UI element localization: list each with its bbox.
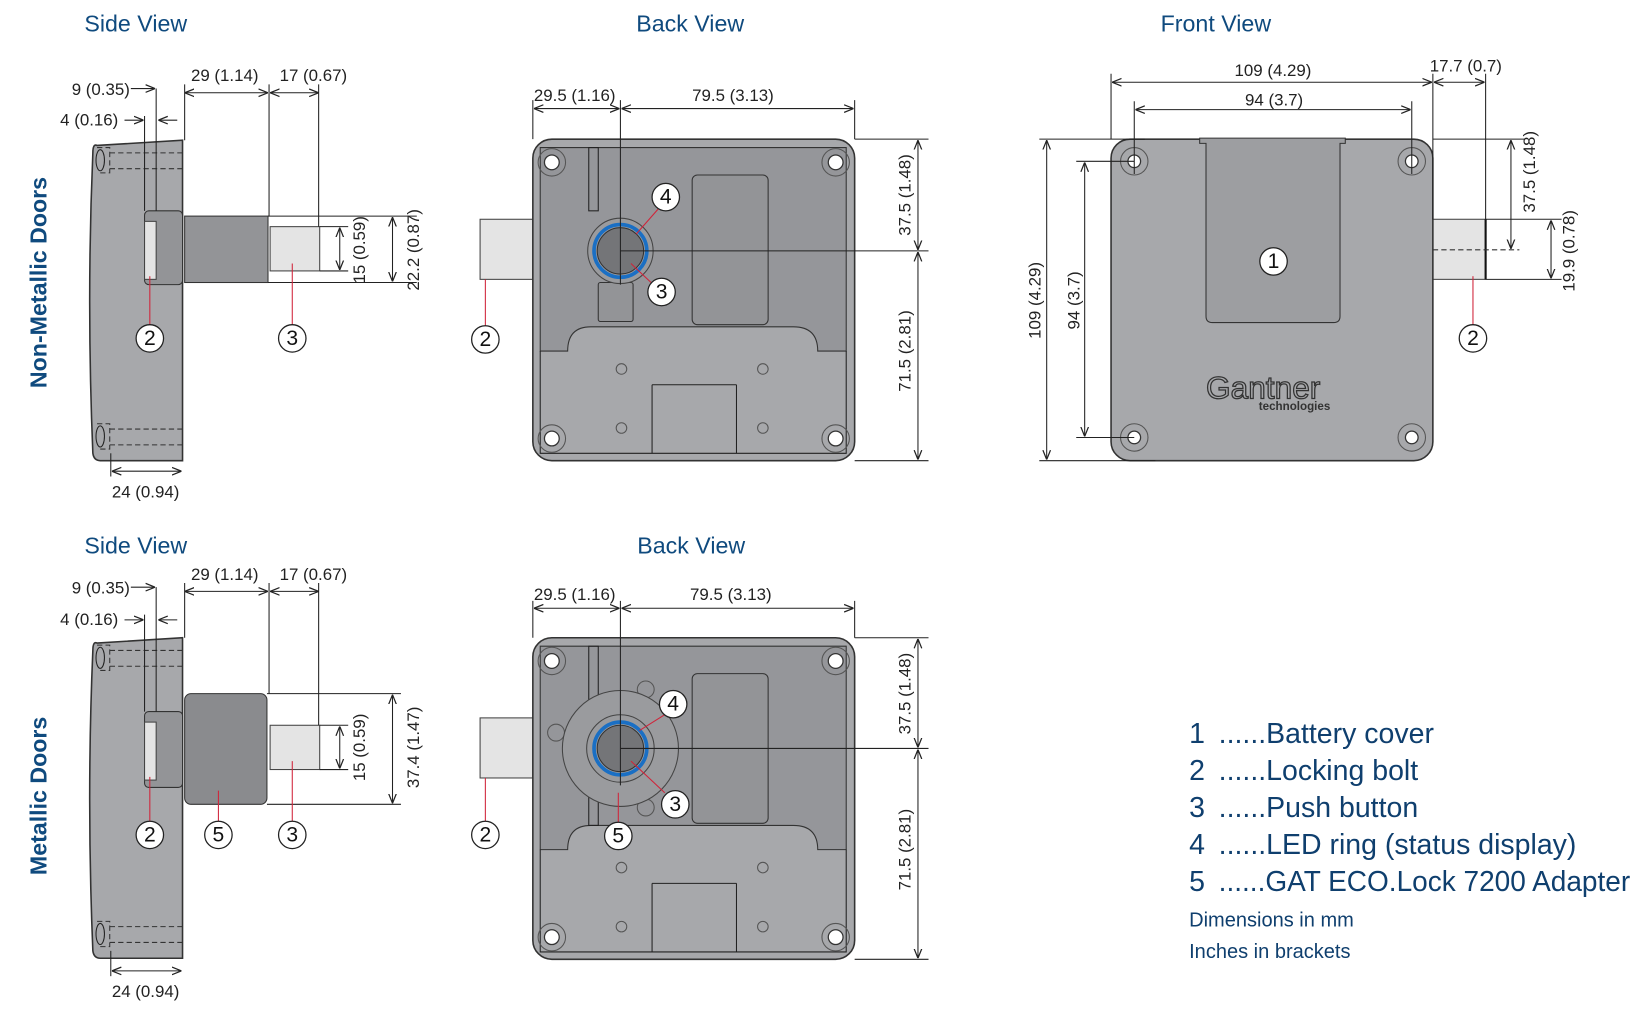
dim-9mm: 9 (0.35) <box>72 80 130 99</box>
svg-text:2: 2 <box>144 327 156 350</box>
dim-17mm-metallic: 17 (0.67) <box>280 565 348 584</box>
mount-hole <box>821 148 850 177</box>
front-view-title: Front View <box>1161 11 1272 37</box>
dim-79-5mm-metallic: 79.5 (3.13) <box>690 585 772 604</box>
callout-2: 2 <box>1458 324 1488 353</box>
callout-2: 2 <box>471 325 500 354</box>
mount-hole <box>1397 423 1427 452</box>
dim-width-94mm: 94 (3.7) <box>1245 90 1303 109</box>
dim-71-5mm: 71.5 (2.81) <box>896 310 915 392</box>
mount-hole <box>537 148 567 177</box>
svg-text:2: 2 <box>1189 755 1205 787</box>
svg-text:2: 2 <box>479 328 491 351</box>
svg-text:......Battery cover: ......Battery cover <box>1219 718 1434 750</box>
callout-5-metallic: 5 <box>603 821 633 851</box>
side-view-non-metallic: 9 (0.35) 4 (0.16) 29 (1.14) 17 (0.67) 15… <box>60 66 423 501</box>
callout-4-metallic: 4 <box>658 689 688 719</box>
side-view-title: Side View <box>84 11 187 37</box>
dim-15mm: 15 (0.59) <box>350 216 369 283</box>
svg-text:......GAT ECO.Lock 7200 Adapte: ......GAT ECO.Lock 7200 Adapter <box>1219 866 1631 898</box>
dim-height-109mm: 109 (4.29) <box>1025 262 1044 339</box>
gantner-logo: Gantner <box>1206 369 1320 405</box>
dim-37-5mm-front: 37.5 (1.48) <box>1520 131 1539 213</box>
front-view: Gantner technologies 109 (4.29) 94 (3.7)… <box>1025 57 1578 462</box>
side-view-metallic: 9 (0.35) 4 (0.16) 29 (1.14) 17 (0.67) 15… <box>60 565 423 1001</box>
callout-2: 2 <box>135 324 165 353</box>
svg-text:4: 4 <box>1189 829 1205 861</box>
svg-text:1: 1 <box>1268 250 1280 273</box>
back-view-title: Back View <box>636 11 744 37</box>
dim-29mm-metallic: 29 (1.14) <box>191 565 259 584</box>
mount-hole <box>537 922 567 952</box>
back-view-metallic: 29.5 (1.16) 79.5 (3.13) 37.5 (1.48) 71.5… <box>471 585 929 961</box>
dim-17mm: 17 (0.67) <box>280 66 348 85</box>
dim-29mm: 29 (1.14) <box>191 66 259 85</box>
dim-29-5mm-metallic: 29.5 (1.16) <box>534 585 616 604</box>
callout-4: 4 <box>651 182 681 212</box>
dim-19-9mm: 19.9 (0.78) <box>1559 210 1578 292</box>
mount-hole <box>537 424 567 453</box>
svg-text:2: 2 <box>1467 327 1479 350</box>
svg-text:3: 3 <box>1189 792 1205 824</box>
svg-text:......LED ring (status display: ......LED ring (status display) <box>1219 829 1577 861</box>
svg-text:3: 3 <box>656 281 668 304</box>
row-label-metallic: Metallic Doors <box>25 717 51 875</box>
side-view-title-metallic: Side View <box>84 532 187 558</box>
dim-37-5mm: 37.5 (1.48) <box>896 154 915 236</box>
svg-text:......Push button: ......Push button <box>1219 792 1419 824</box>
legend-item-battery-cover: 1 ......Battery cover <box>1189 718 1434 750</box>
mount-hole <box>537 646 567 676</box>
callout-2-metallic: 2 <box>471 820 500 850</box>
dim-height-94mm: 94 (3.7) <box>1064 271 1083 329</box>
legend-item-push-button: 3 ......Push button <box>1189 792 1418 824</box>
svg-text:4: 4 <box>660 186 672 209</box>
mount-hole <box>821 646 850 676</box>
dim-37-5mm-metallic: 37.5 (1.48) <box>896 653 915 735</box>
callout-3: 3 <box>277 324 307 353</box>
dim-29-5mm: 29.5 (1.16) <box>534 86 616 105</box>
dim-width-109mm: 109 (4.29) <box>1235 61 1312 80</box>
note-units: Dimensions in mm <box>1189 910 1354 932</box>
svg-text:5: 5 <box>1189 866 1205 898</box>
svg-text:2: 2 <box>144 823 156 846</box>
svg-text:3: 3 <box>286 823 298 846</box>
callout-5-metallic: 5 <box>204 820 233 850</box>
dim-71-5mm-metallic: 71.5 (2.81) <box>896 809 915 891</box>
back-view-title-metallic: Back View <box>637 532 745 558</box>
dim-4mm-metallic: 4 (0.16) <box>60 610 118 629</box>
note-inches: Inches in brackets <box>1189 941 1350 963</box>
legend-item-adapter: 5 ......GAT ECO.Lock 7200 Adapter <box>1189 866 1630 898</box>
legend-item-locking-bolt: 2 ......Locking bolt <box>1189 755 1418 787</box>
gantner-logo-sub: technologies <box>1259 400 1331 413</box>
dim-24mm: 24 (0.94) <box>112 483 180 502</box>
dim-79-5mm: 79.5 (3.13) <box>692 86 774 105</box>
legend-item-led-ring: 4 ......LED ring (status display) <box>1189 829 1576 861</box>
dim-4mm: 4 (0.16) <box>60 110 118 129</box>
callout-3-metallic: 3 <box>277 820 307 850</box>
battery-cover <box>1199 137 1346 324</box>
callout-3-metallic: 3 <box>660 789 690 819</box>
callout-1: 1 <box>1259 247 1288 276</box>
svg-text:......Locking bolt: ......Locking bolt <box>1219 755 1419 787</box>
svg-text:5: 5 <box>612 824 624 847</box>
svg-text:3: 3 <box>669 793 681 816</box>
back-view-non-metallic: 29.5 (1.16) 79.5 (3.13) 37.5 (1.48) 71.5… <box>471 86 929 462</box>
dim-37mm-metallic: 37.4 (1.47) <box>404 707 423 789</box>
dim-17-7mm: 17.7 (0.7) <box>1430 57 1502 76</box>
svg-text:2: 2 <box>479 823 491 846</box>
svg-text:4: 4 <box>667 693 679 716</box>
dim-24mm-metallic: 24 (0.94) <box>112 982 180 1001</box>
dim-22mm: 22.2 (0.87) <box>404 209 423 291</box>
mount-hole <box>821 424 850 453</box>
row-label-non-metallic: Non-Metallic Doors <box>25 177 51 388</box>
callout-3: 3 <box>647 277 676 307</box>
mount-hole <box>821 922 850 952</box>
legend: 1 ......Battery cover 2 ......Locking bolt… <box>1189 718 1630 963</box>
svg-text:5: 5 <box>213 823 225 846</box>
svg-text:1: 1 <box>1189 718 1205 750</box>
dim-9mm-metallic: 9 (0.35) <box>72 579 130 598</box>
callout-2-metallic: 2 <box>135 820 165 850</box>
svg-text:3: 3 <box>286 327 298 350</box>
dim-15mm-metallic: 15 (0.59) <box>350 714 369 781</box>
